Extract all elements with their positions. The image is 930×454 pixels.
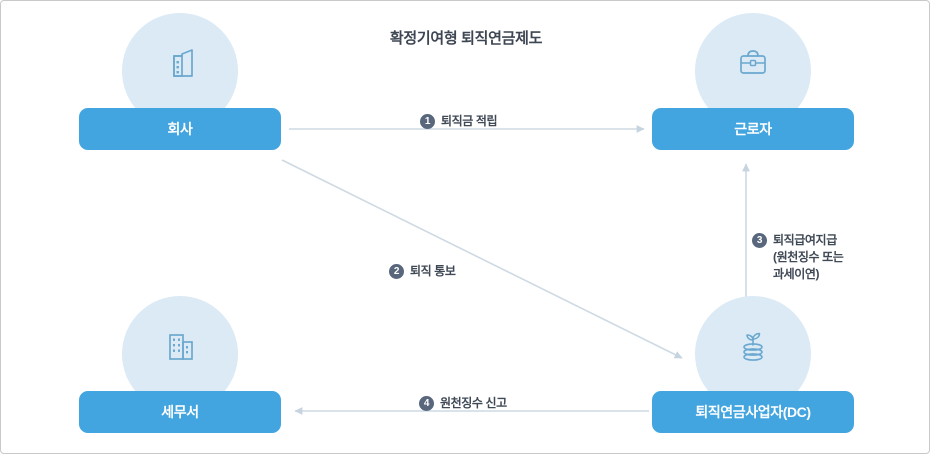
- edge-4-text: 원천징수 신고: [440, 395, 507, 412]
- edge-1-text: 퇴직금 적립: [441, 113, 498, 130]
- edge-2-line-1: 퇴직 통보: [410, 264, 456, 278]
- node-tax-office-label: 세무서: [161, 404, 199, 420]
- node-company-label: 회사: [167, 121, 193, 137]
- diagram-title: 확정기여형 퇴직연금제도: [389, 30, 543, 47]
- node-tax-office-box[interactable]: 세무서: [79, 391, 281, 433]
- edge-4-line-1: 원천징수 신고: [440, 396, 507, 410]
- edge-1-badge: 1: [420, 114, 435, 129]
- node-pension-provider-label: 퇴직연금사업자(DC): [695, 404, 811, 420]
- edge-3-text: 퇴직급여지급 (원천징수 또는 과세이연): [773, 232, 844, 283]
- government-building-icon: [169, 334, 193, 360]
- edge-2-text: 퇴직 통보: [410, 263, 456, 280]
- edge-3-line-3: 과세이연): [773, 267, 820, 281]
- edge-3-line-2: (원천징수 또는: [773, 250, 844, 264]
- edge-label-3: 3 퇴직급여지급 (원천징수 또는 과세이연): [752, 232, 844, 283]
- edge-4-badge: 4: [419, 396, 434, 411]
- node-worker-box[interactable]: 근로자: [652, 108, 854, 150]
- edge-3-line-1: 퇴직급여지급: [773, 233, 837, 247]
- edge-label-2: 2 퇴직 통보: [389, 263, 456, 280]
- node-pension-provider-box[interactable]: 퇴직연금사업자(DC): [652, 391, 854, 433]
- edge-label-1: 1 퇴직금 적립: [420, 113, 498, 130]
- edge-2-line: [281, 159, 683, 359]
- office-building-icon: [173, 49, 193, 77]
- node-company-box[interactable]: 회사: [79, 108, 281, 150]
- edge-2-badge: 2: [389, 264, 404, 279]
- edge-label-4: 4 원천징수 신고: [419, 395, 507, 412]
- edge-1-line-1: 퇴직금 적립: [441, 114, 498, 128]
- briefcase-icon: [740, 50, 766, 74]
- coins-plant-icon: [743, 332, 763, 361]
- node-worker-label: 근로자: [734, 121, 772, 137]
- edge-3-badge: 3: [752, 233, 767, 248]
